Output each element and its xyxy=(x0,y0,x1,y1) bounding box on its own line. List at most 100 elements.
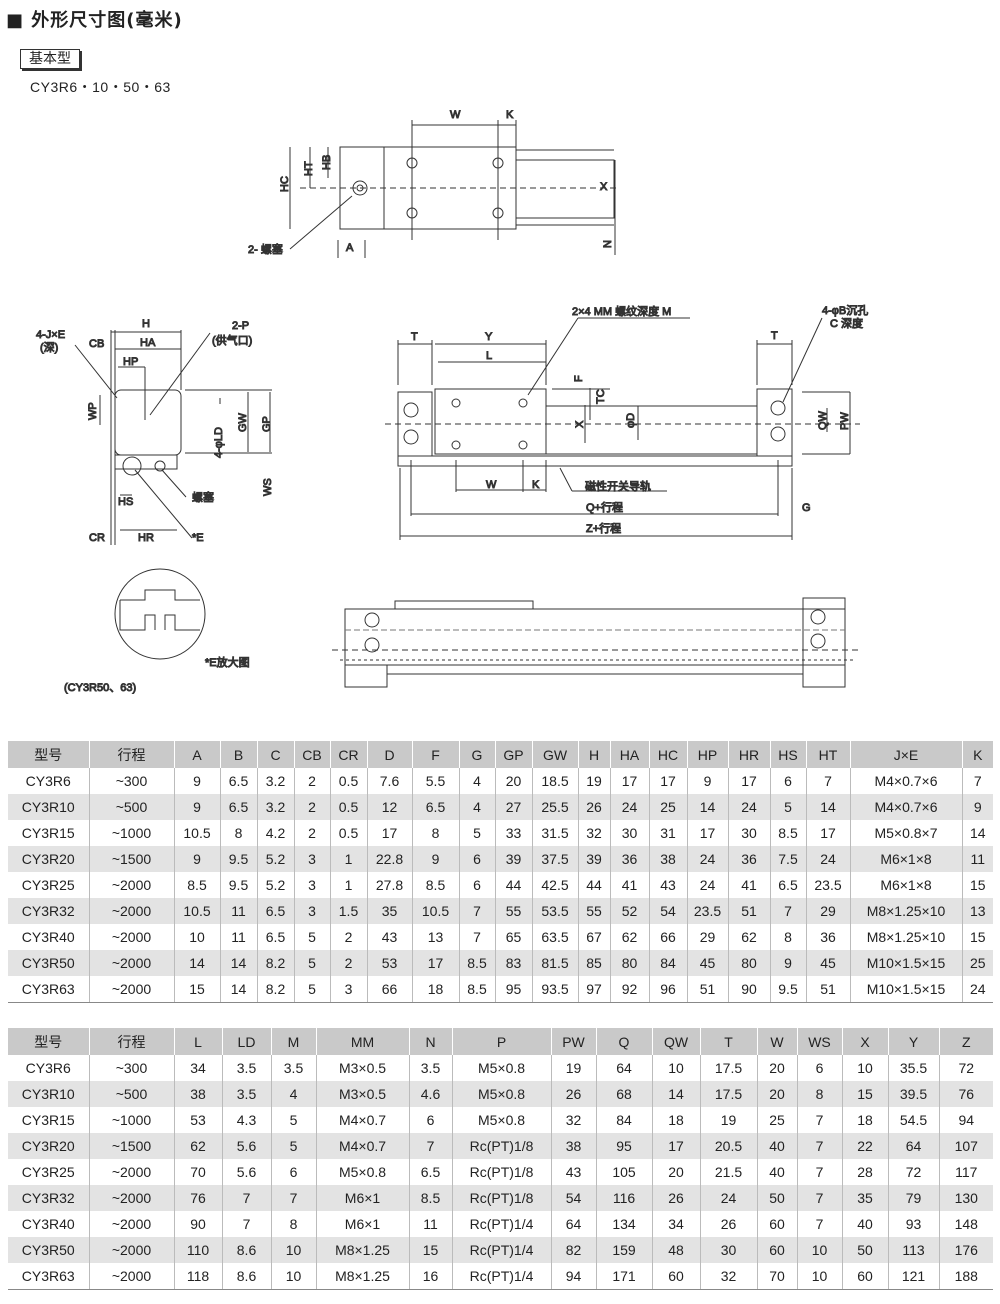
value-cell: 8.6 xyxy=(221,1237,271,1263)
label-side-HA: HA xyxy=(140,337,156,349)
value-cell: M10×1.5×15 xyxy=(849,950,962,976)
label-front-b: 4-φB沉孔 xyxy=(822,304,868,317)
value-cell: 7 xyxy=(796,1133,842,1159)
value-cell: ~2000 xyxy=(88,1211,174,1237)
value-cell: ~300 xyxy=(88,768,174,794)
value-cell: 7 xyxy=(796,1211,842,1237)
value-cell: 28 xyxy=(841,1159,888,1185)
label-front-D: φD xyxy=(625,413,637,428)
value-cell: 4 xyxy=(458,768,495,794)
column-header: A xyxy=(173,741,220,768)
label-side-p: 2-P xyxy=(232,320,249,332)
value-cell: 0.5 xyxy=(329,768,367,794)
value-cell: ~500 xyxy=(88,794,174,820)
label-front-X: X xyxy=(574,420,586,428)
value-cell: 5 xyxy=(458,820,495,846)
value-cell: 37.5 xyxy=(531,846,578,872)
value-cell: 50 xyxy=(841,1237,888,1263)
value-cell: 2 xyxy=(293,794,330,820)
label-front-PW: PW xyxy=(839,412,851,430)
value-cell: 9.5 xyxy=(219,846,257,872)
column-header: L xyxy=(173,1028,222,1055)
label-top-plug: 2- 螺塞 xyxy=(248,242,283,256)
value-cell: 21.5 xyxy=(699,1159,757,1185)
value-cell: 14 xyxy=(805,794,850,820)
column-header: H xyxy=(577,741,610,768)
value-cell: 45 xyxy=(686,950,728,976)
value-cell: 30 xyxy=(609,820,649,846)
value-cell: 62 xyxy=(727,924,770,950)
value-cell: 36 xyxy=(609,846,649,872)
value-cell: 60 xyxy=(756,1211,797,1237)
value-cell: 66 xyxy=(648,924,687,950)
model-cell: CY3R10 xyxy=(8,1081,89,1107)
model-cell: CY3R32 xyxy=(8,898,89,924)
column-header: LD xyxy=(221,1028,271,1055)
value-cell: 3.5 xyxy=(221,1081,271,1107)
value-cell: 32 xyxy=(699,1263,757,1290)
value-cell: 4.2 xyxy=(256,820,294,846)
value-cell: 121 xyxy=(887,1263,939,1290)
value-cell: 92 xyxy=(609,976,649,1003)
column-header: CB xyxy=(293,741,330,768)
value-cell: 8.5 xyxy=(769,820,806,846)
value-cell: M4×0.7×6 xyxy=(849,768,962,794)
value-cell: ~1000 xyxy=(88,820,174,846)
model-cell: CY3R20 xyxy=(8,1133,89,1159)
value-cell: 134 xyxy=(595,1211,652,1237)
value-cell: 10 xyxy=(651,1055,700,1081)
value-cell: 43 xyxy=(648,872,687,898)
value-cell: 2 xyxy=(329,924,367,950)
value-cell: 8.5 xyxy=(173,872,220,898)
label-top-A: A xyxy=(346,242,354,254)
value-cell: ~2000 xyxy=(88,1159,174,1185)
long-view-drawing xyxy=(332,597,860,688)
label-front-L: L xyxy=(486,350,492,362)
value-cell: 10 xyxy=(796,1237,842,1263)
value-cell: 5.2 xyxy=(256,872,294,898)
value-cell: 17 xyxy=(366,820,412,846)
value-cell: 53.5 xyxy=(531,898,578,924)
value-cell: 34 xyxy=(173,1055,222,1081)
value-cell: 8 xyxy=(219,820,257,846)
label-side-WS: WS xyxy=(262,478,274,496)
value-cell: 26 xyxy=(699,1211,757,1237)
column-header: HP xyxy=(686,741,728,768)
value-cell: 38 xyxy=(648,846,687,872)
value-cell: 10.5 xyxy=(411,898,459,924)
value-cell: 50 xyxy=(756,1185,797,1211)
value-cell: 19 xyxy=(699,1107,757,1133)
value-cell: 17 xyxy=(648,768,687,794)
label-side-plug: 螺塞 xyxy=(192,490,214,504)
value-cell: 10 xyxy=(270,1237,316,1263)
value-cell: 23.5 xyxy=(805,872,850,898)
value-cell: 33 xyxy=(494,820,532,846)
value-cell: 116 xyxy=(595,1185,652,1211)
value-cell: 3.2 xyxy=(256,794,294,820)
value-cell: 8.2 xyxy=(256,950,294,976)
value-cell: M5×0.8 xyxy=(315,1159,409,1185)
label-side-GW: GW xyxy=(237,412,249,432)
value-cell: 93.5 xyxy=(531,976,578,1003)
value-cell: 64 xyxy=(550,1211,596,1237)
value-cell: 76 xyxy=(173,1185,222,1211)
value-cell: 7 xyxy=(796,1185,842,1211)
value-cell: 6.5 xyxy=(256,898,294,924)
value-cell: 36 xyxy=(727,846,770,872)
value-cell: 14 xyxy=(219,950,257,976)
column-header: T xyxy=(699,1028,757,1055)
value-cell: ~1000 xyxy=(88,1107,174,1133)
value-cell: 6.5 xyxy=(219,794,257,820)
value-cell: 20 xyxy=(651,1159,700,1185)
column-header: 行程 xyxy=(88,741,174,768)
value-cell: 5.5 xyxy=(411,768,459,794)
value-cell: 7 xyxy=(458,898,495,924)
value-cell: 12 xyxy=(366,794,412,820)
value-cell: 29 xyxy=(805,898,850,924)
value-cell: ~2000 xyxy=(88,924,174,950)
